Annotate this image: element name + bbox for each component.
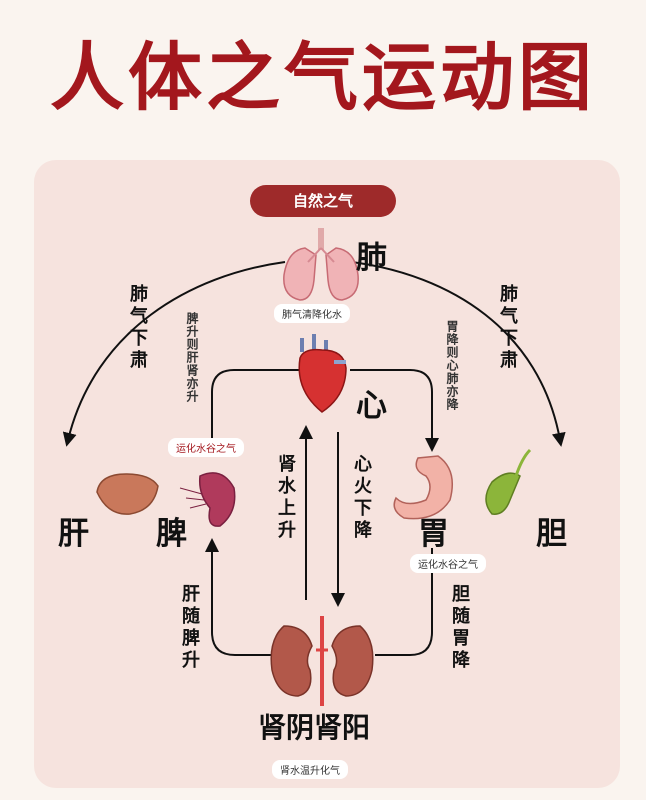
flow-spleen-up: 脾升则肝肾亦升 [185, 312, 199, 403]
caption-lung: 肺气清降化水 [274, 304, 350, 323]
liver-icon [96, 473, 159, 515]
heart-icon [298, 334, 347, 413]
caption-spleen: 运化水谷之气 [168, 438, 244, 457]
flow-heart-fire-down: 心火下降 [351, 454, 372, 542]
lung-icon [283, 228, 359, 301]
loop-right-lower [375, 548, 433, 656]
gallbladder-icon [485, 448, 532, 515]
natural-qi-label: 自然之气 [250, 185, 396, 217]
label-heart: 心 [356, 388, 387, 424]
page-title: 人体之气运动图 [50, 35, 596, 121]
flow-gall-follows-stomach: 胆随胃降 [449, 584, 470, 672]
kidney-icon [270, 616, 374, 706]
flow-liver-follows-spleen: 肝随脾升 [179, 584, 200, 672]
flow-lung-to-gallbladder: 肺气下肃 [497, 284, 518, 372]
caption-kidney: 肾水温升化气 [272, 760, 348, 779]
spleen-icon [179, 472, 236, 527]
caption-stomach: 运化水谷之气 [410, 554, 486, 573]
flow-stomach-down: 胃降则心肺亦降 [445, 320, 459, 411]
label-lung: 肺 [356, 240, 387, 276]
loop-right-upper [350, 369, 439, 452]
loop-left [205, 538, 272, 656]
label-kidney: 肾阴肾阳 [258, 711, 371, 744]
label-liver: 肝 [58, 516, 89, 552]
flow-kidney-water-up: 肾水上升 [275, 454, 296, 542]
label-spleen: 脾 [156, 516, 187, 552]
label-gallbladder: 胆 [536, 516, 567, 552]
flow-lung-to-liver: 肺气下肃 [127, 284, 148, 372]
stomach-icon [393, 455, 453, 520]
label-stomach: 胃 [418, 516, 449, 552]
arc-lung-to-gallbladder [351, 261, 566, 447]
arc-lung-to-liver [62, 261, 286, 447]
loop-left-upper [211, 369, 300, 455]
